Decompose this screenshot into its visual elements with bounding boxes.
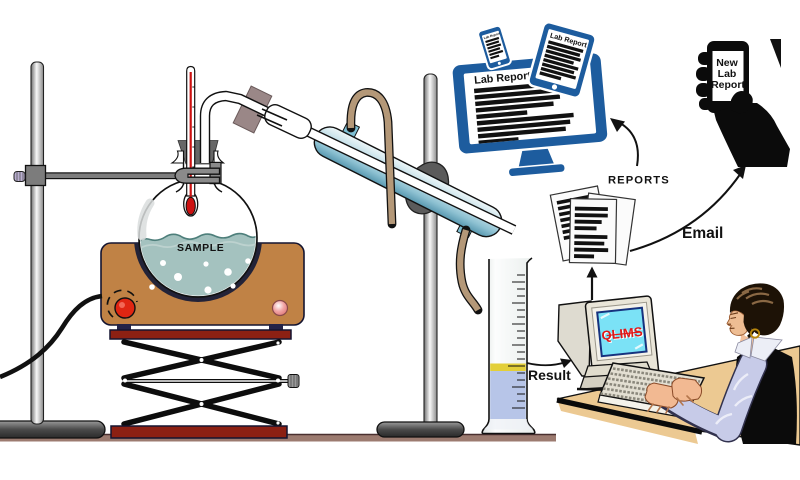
svg-text:REPORTS: REPORTS	[608, 175, 670, 187]
svg-text:Result: Result	[528, 367, 571, 383]
svg-text:Email: Email	[682, 225, 723, 242]
svg-text:Lab Report: Lab Report	[474, 70, 532, 87]
svg-text:Lab Report: Lab Report	[483, 31, 501, 40]
svg-text:Lab: Lab	[718, 68, 737, 80]
svg-text:SAMPLE: SAMPLE	[177, 242, 224, 254]
svg-text:Report: Report	[711, 79, 745, 91]
svg-text:New: New	[716, 57, 738, 69]
